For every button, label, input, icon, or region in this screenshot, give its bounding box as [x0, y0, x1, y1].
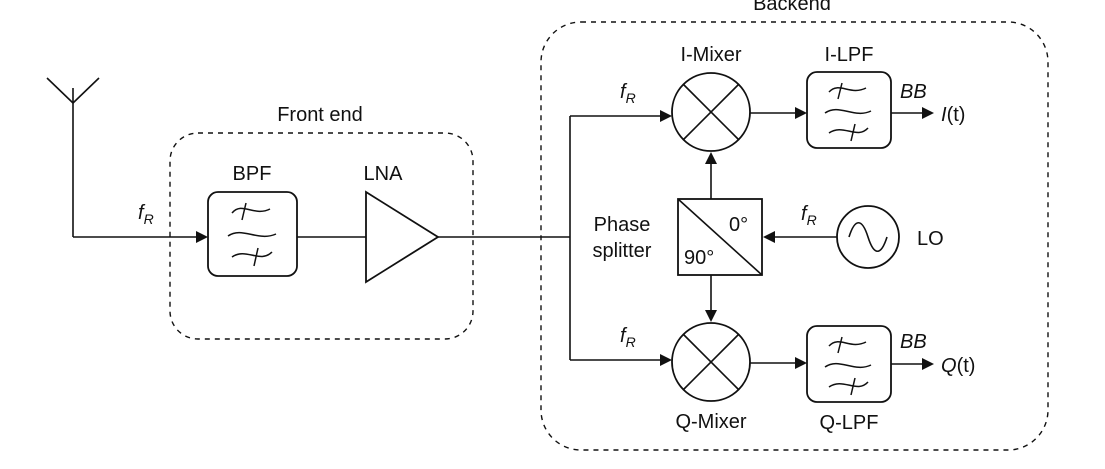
- q-mixer: [671, 322, 751, 402]
- i-lpf-filter-icon: [824, 82, 872, 142]
- front-end-label: Front end: [277, 104, 363, 126]
- fr-label-input: fR: [138, 202, 154, 227]
- phase-90-label: 90°: [684, 247, 714, 269]
- lo-oscillator: [836, 205, 900, 269]
- fr-label-lo: fR: [801, 203, 817, 228]
- fr-label-upper: fR: [620, 81, 636, 106]
- q-output-label: Q(t): [941, 355, 975, 377]
- phase-0-label: 0°: [729, 214, 748, 236]
- i-lpf-label: I-LPF: [825, 44, 874, 66]
- q-lpf-block: [806, 325, 892, 403]
- bb-label-q: BB: [900, 331, 927, 353]
- fr-label-lower: fR: [620, 325, 636, 350]
- i-output-label: I(t): [941, 104, 965, 126]
- i-mixer-label: I-Mixer: [680, 44, 741, 66]
- i-lpf-block: [806, 71, 892, 149]
- bpf-label: BPF: [233, 163, 272, 185]
- phase-splitter-label-line1: Phase: [594, 214, 651, 236]
- lna-label: LNA: [364, 163, 404, 185]
- q-lpf-label: Q-LPF: [820, 412, 879, 434]
- phase-splitter-label-line2: splitter: [593, 240, 652, 262]
- i-mixer: [671, 72, 751, 152]
- lna-amplifier: [365, 190, 440, 284]
- phase-splitter-block: [677, 198, 763, 276]
- front-end-boundary: [169, 132, 474, 340]
- q-lpf-filter-icon: [824, 336, 872, 396]
- lo-label: LO: [917, 228, 944, 250]
- bpf-filter-icon: [227, 202, 277, 267]
- backend-label: Backend: [753, 0, 831, 15]
- q-mixer-label: Q-Mixer: [675, 411, 746, 433]
- bb-label-i: BB: [900, 81, 927, 103]
- antenna-icon: [46, 77, 100, 237]
- backend-boundary: [540, 21, 1049, 451]
